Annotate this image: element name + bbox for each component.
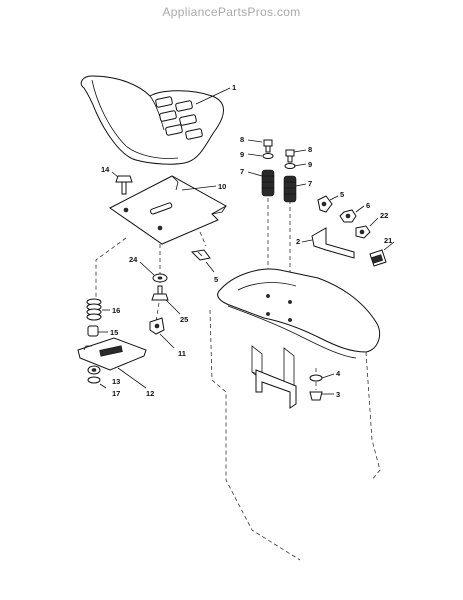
leader-line <box>247 171 263 177</box>
callout-10: 10 <box>218 182 226 191</box>
seat-pan-part <box>109 175 228 245</box>
callout-5-right: 5 <box>340 190 344 199</box>
bolt-3-part <box>309 391 334 401</box>
callout-9-right: 9 <box>308 160 312 169</box>
alignment-line <box>155 295 161 323</box>
bracket-11-part <box>149 317 175 349</box>
bracket-2-part <box>301 227 355 259</box>
alignment-line <box>95 237 127 300</box>
callout-9-left: 9 <box>240 150 244 159</box>
callout-14: 14 <box>101 165 110 174</box>
bolt-25-part <box>151 285 181 315</box>
watermark: AppliancePartsPros.com <box>162 5 301 19</box>
leader-line <box>295 183 307 187</box>
seat-part <box>80 75 231 165</box>
knob-21-part <box>369 241 395 267</box>
callout-3: 3 <box>336 390 340 399</box>
callout-2: 2 <box>296 237 300 246</box>
callout-24: 24 <box>129 255 138 264</box>
washer-9-left-part <box>262 153 274 159</box>
alignment-line <box>199 231 207 247</box>
pivot-plate-12-part <box>77 337 147 389</box>
callout-12: 12 <box>146 389 154 398</box>
callout-7-right: 7 <box>308 179 312 188</box>
callout-13: 13 <box>112 377 120 386</box>
callout-11: 11 <box>178 349 186 358</box>
callout-6: 6 <box>366 201 370 210</box>
spring-7-left-part <box>261 169 275 197</box>
bolt-14-part <box>111 171 133 195</box>
nut-6-part <box>339 205 365 223</box>
spring-16-part <box>86 298 110 321</box>
callout-21: 21 <box>384 236 392 245</box>
clip-5-right-part <box>317 195 339 213</box>
callout-4: 4 <box>336 369 341 378</box>
callout-15: 15 <box>110 328 118 337</box>
nut-22-part <box>355 217 379 239</box>
washer-17-part <box>87 376 107 389</box>
fender-chassis <box>209 268 381 561</box>
callout-1: 1 <box>232 83 236 92</box>
callout-22: 22 <box>380 211 388 220</box>
leader-line <box>293 149 307 153</box>
clip-5-left-part <box>190 249 215 273</box>
callout-25: 25 <box>180 315 188 324</box>
bolt-8-right-part <box>285 149 295 163</box>
leader-line <box>293 163 307 167</box>
spring-7-right-part <box>283 175 297 203</box>
callout-8-right: 8 <box>308 145 312 154</box>
washer-9-right-part <box>284 163 296 169</box>
callout-7-left: 7 <box>240 167 244 176</box>
leader-line <box>247 153 263 157</box>
leader-line <box>247 139 263 143</box>
washer-4-part <box>309 373 335 382</box>
nut-13-part <box>87 365 101 375</box>
washer-24-part <box>139 261 168 283</box>
callout-8-left: 8 <box>240 135 244 144</box>
callout-16: 16 <box>112 306 120 315</box>
callout-17: 17 <box>112 389 120 398</box>
bolt-8-left-part <box>263 139 273 153</box>
callout-5-left: 5 <box>214 275 218 284</box>
spacer-15-part <box>87 325 108 337</box>
